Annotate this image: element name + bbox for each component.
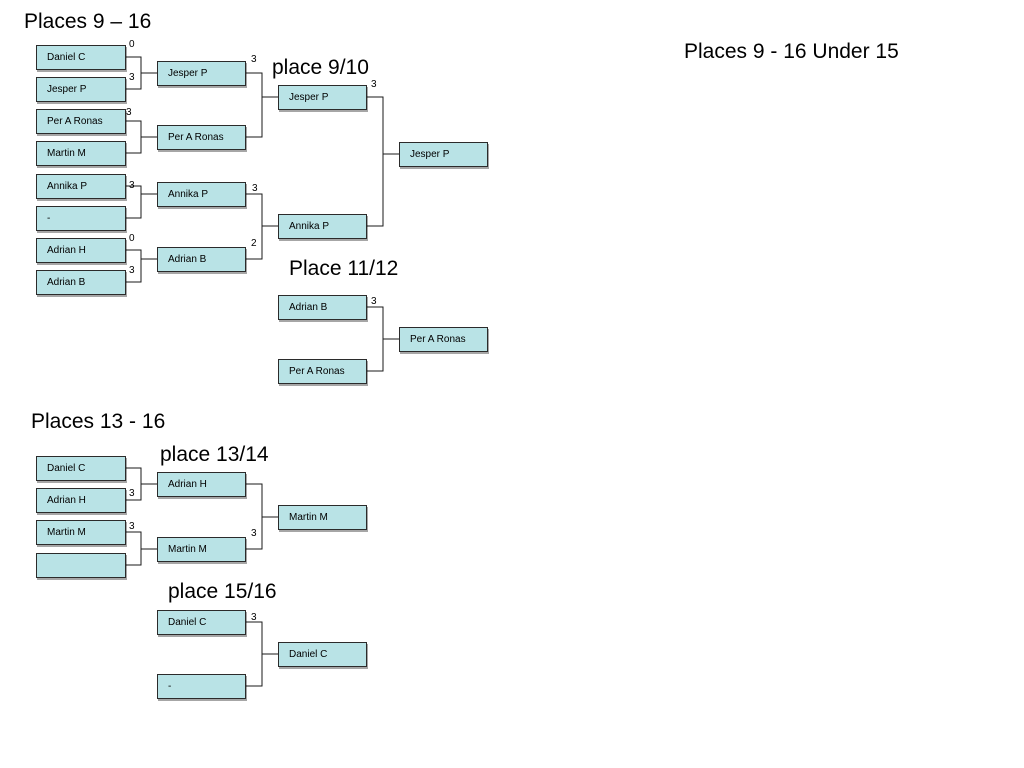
connector-r2-top: [246, 72, 263, 138]
page-title: Places 9 – 16: [24, 10, 152, 33]
player-box: Per A Ronas: [36, 109, 126, 134]
player-box: Per A Ronas: [157, 125, 246, 150]
places-13-16-title: Places 13 - 16: [31, 410, 166, 433]
connector-r1-pair4: [126, 249, 142, 283]
player-box: Per A Ronas: [278, 359, 367, 384]
player-box: Annika P: [36, 174, 126, 199]
connector-final-15-16: [246, 621, 263, 687]
player-box: Adrian B: [36, 270, 126, 295]
score-label: 3: [129, 72, 135, 83]
player-box: Martin M: [36, 520, 126, 545]
connector-final-11-12: [367, 306, 384, 372]
score-label: 3: [251, 54, 257, 65]
player-box: Adrian B: [157, 247, 246, 272]
place-9-10-title: place 9/10: [272, 56, 369, 79]
score-label: 3: [371, 79, 377, 90]
player-box: Jesper P: [157, 61, 246, 86]
connector-r1-pair2: [126, 120, 142, 154]
winner-box: Jesper P: [399, 142, 488, 167]
player-box: Adrian B: [278, 295, 367, 320]
winner-box: Per A Ronas: [399, 327, 488, 352]
score-label: 3: [252, 183, 258, 194]
connector-r1-pair3: [126, 185, 142, 219]
score-label: 3: [251, 612, 257, 623]
winner-box: Martin M: [278, 505, 367, 530]
player-box: -: [36, 206, 126, 231]
score-label: 3: [129, 265, 135, 276]
player-box: Jesper P: [36, 77, 126, 102]
player-box: Annika P: [157, 182, 246, 207]
score-label: 3: [129, 488, 135, 499]
score-label: 0: [129, 39, 135, 50]
winner-box: Daniel C: [278, 642, 367, 667]
score-label: 3: [129, 521, 135, 532]
player-box: Martin M: [36, 141, 126, 166]
category-title: Places 9 - 16 Under 15: [684, 40, 899, 63]
player-box: Daniel C: [36, 45, 126, 70]
place-15-16-title: place 15/16: [168, 580, 277, 603]
connector-r13-pair2: [126, 531, 142, 566]
score-label: 3: [251, 528, 257, 539]
place-11-12-title: Place 11/12: [289, 257, 399, 280]
player-box: Adrian H: [36, 238, 126, 263]
player-box: [36, 553, 126, 578]
score-label: 3: [129, 180, 135, 191]
player-box: Daniel C: [157, 610, 246, 635]
player-box: Adrian H: [157, 472, 246, 497]
player-box: Daniel C: [36, 456, 126, 481]
connector-r2-bottom: [246, 193, 263, 260]
connector-final-13-14: [246, 483, 263, 550]
player-box: Martin M: [157, 537, 246, 562]
score-label: 0: [129, 233, 135, 244]
place-13-14-title: place 13/14: [160, 443, 269, 466]
connector-final-9-10: [367, 96, 384, 227]
score-label: 3: [126, 107, 132, 118]
player-box: -: [157, 674, 246, 699]
player-box: Annika P: [278, 214, 367, 239]
score-label: 3: [371, 296, 377, 307]
player-box: Jesper P: [278, 85, 367, 110]
score-label: 2: [251, 238, 257, 249]
player-box: Adrian H: [36, 488, 126, 513]
